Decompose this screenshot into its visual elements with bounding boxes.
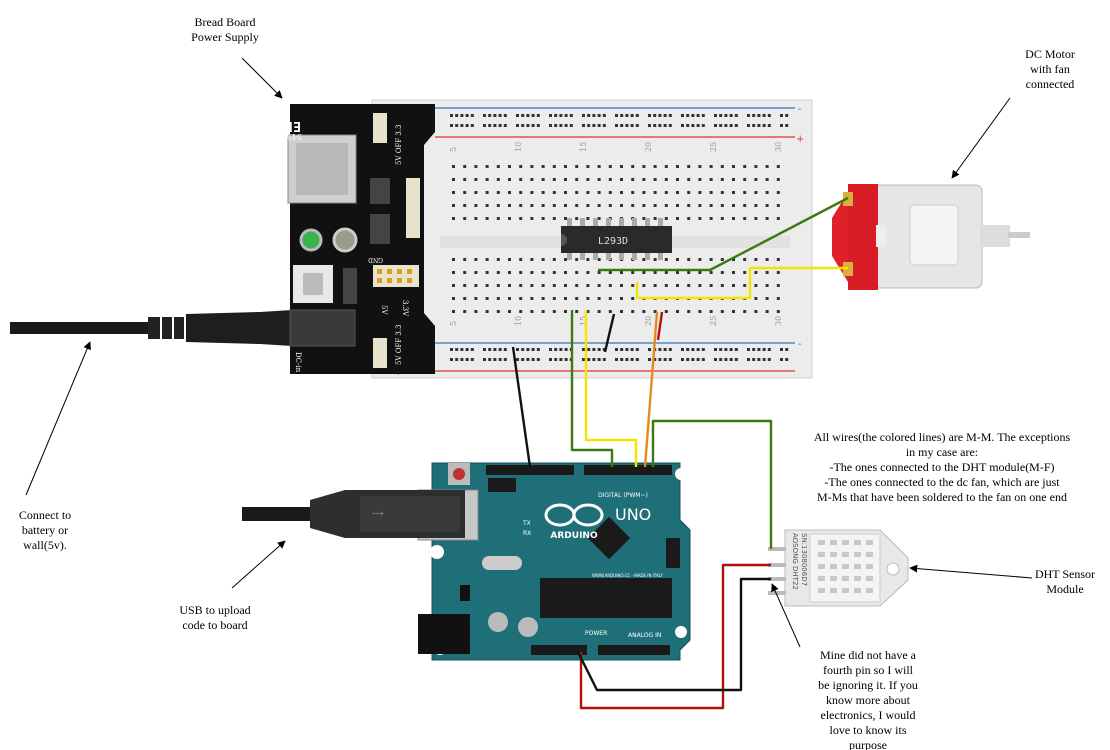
rail-switch-label-top: 5V OFF 3.3: [395, 124, 403, 165]
rail-minus-label-bottom: -: [798, 339, 801, 350]
voltage-jumper-header: [373, 265, 419, 287]
wire-red-short: [656, 311, 664, 341]
breadboard-holes: [450, 114, 789, 361]
arrow-motor: [951, 97, 1011, 179]
gnd-label: GND: [368, 256, 383, 263]
label-dht: DHT Sensor Module: [1034, 567, 1096, 596]
column-number: 30: [774, 142, 783, 152]
label-dc-motor: DC Motor with fan connected: [1025, 47, 1075, 91]
usb-symbol-icon: ⇢: [372, 506, 384, 522]
dc-power-cable: [10, 309, 356, 347]
wires: [511, 196, 849, 710]
brand-logo-text: ELEGOO: [254, 118, 301, 133]
dht-serial-text: SN:1308006D7: [800, 533, 808, 586]
chip-label: L293D: [598, 236, 628, 247]
wire-yellow-motor: [635, 266, 848, 300]
tx-label: TX: [522, 520, 531, 527]
made-in-text: WWW.ARDUINO.CC - MADE IN ITALY: [592, 573, 663, 578]
column-number: 20: [644, 316, 653, 326]
arduino-brand-text: ARDUINO: [550, 531, 598, 541]
dht-model-text: AOSONG DHT22: [791, 533, 799, 590]
digital-header-left: [486, 465, 574, 475]
wire-black-gnd: [511, 346, 532, 468]
column-number: 15: [579, 142, 588, 152]
wire-orange: [643, 311, 659, 468]
label-battery: Connect to battery or wall(5v).: [18, 508, 72, 552]
model-text: 545043: [271, 132, 302, 141]
l293d-chip: L293D: [561, 218, 672, 260]
wire-black-dht: [576, 577, 771, 692]
wire-red-dht: [579, 563, 771, 710]
column-number: 5: [449, 321, 458, 326]
arduino-logo-right: [572, 503, 604, 527]
wire-green-dht: [651, 419, 773, 549]
wire-green-motor: [598, 196, 849, 272]
column-number: 5: [449, 147, 458, 152]
column-numbers: 5 5 10 10 15 15 20 20 25 25 30 30: [449, 142, 783, 326]
rail-plus-label: +: [796, 134, 804, 145]
label-fourth-pin: Mine did not have a fourth pin so I will…: [818, 648, 918, 750]
wire-yellow-arduino: [584, 310, 638, 467]
dht-vent-grid: [818, 540, 873, 593]
column-number: 10: [514, 142, 523, 152]
analog-in-label: ANALOG IN: [628, 632, 661, 639]
uno-text: UNO: [615, 505, 651, 524]
annotation-arrows: [25, 57, 1033, 648]
dht22-sensor: AOSONG DHT22 SN:1308006D7: [768, 529, 909, 607]
column-number: 10: [514, 316, 523, 326]
digital-header-right: [584, 465, 672, 475]
arduino-dc-jack: [418, 614, 470, 654]
power-led: [299, 228, 323, 252]
dht-pin-1: [768, 547, 786, 551]
label-wire-note: All wires(the colored lines) are M-M. Th…: [813, 430, 1071, 504]
column-number: 20: [644, 142, 653, 152]
column-number: 15: [579, 316, 588, 326]
label-usb: USB to upload code to board: [179, 603, 251, 632]
arrow-battery: [25, 341, 91, 496]
power-button[interactable]: [332, 227, 358, 253]
rx-label: RX: [523, 530, 531, 537]
dht-pin-2: [768, 563, 786, 567]
dht-pin-4: [768, 591, 786, 595]
dc-motor: [832, 184, 1030, 290]
three-volt-label: 3.3V: [401, 300, 409, 317]
label-power-supply: Bread Board Power Supply: [191, 15, 259, 44]
analog-header: [598, 645, 670, 655]
five-volt-label: 5V: [380, 305, 388, 315]
digital-pwm-label: DIGITAL (PWM~): [598, 492, 648, 499]
rail-switch-label-bottom: 5V OFF 3.3: [395, 324, 403, 365]
dht-pin-3: [768, 577, 786, 581]
arrow-dht: [909, 564, 1033, 579]
arrow-power-supply: [241, 57, 283, 99]
arrow-usb: [231, 540, 286, 589]
arrow-fourth-pin: [771, 583, 801, 648]
column-number: 30: [774, 316, 783, 326]
power-header: [531, 645, 587, 655]
usb-cable: ⇢: [242, 490, 465, 538]
rail-minus-label: -: [798, 104, 801, 115]
column-number: 25: [709, 316, 718, 326]
column-number: 25: [709, 142, 718, 152]
dc-in-label: DC-in: [294, 352, 302, 373]
atmega-chip: [540, 578, 672, 618]
wire-black-short: [603, 313, 616, 353]
wire-green-arduino: [570, 310, 614, 467]
power-label: POWER: [585, 630, 607, 637]
power-supply-module: ELEGOO 545043 5V OFF 3.3 5V OFF 3.3 GND …: [254, 104, 435, 374]
